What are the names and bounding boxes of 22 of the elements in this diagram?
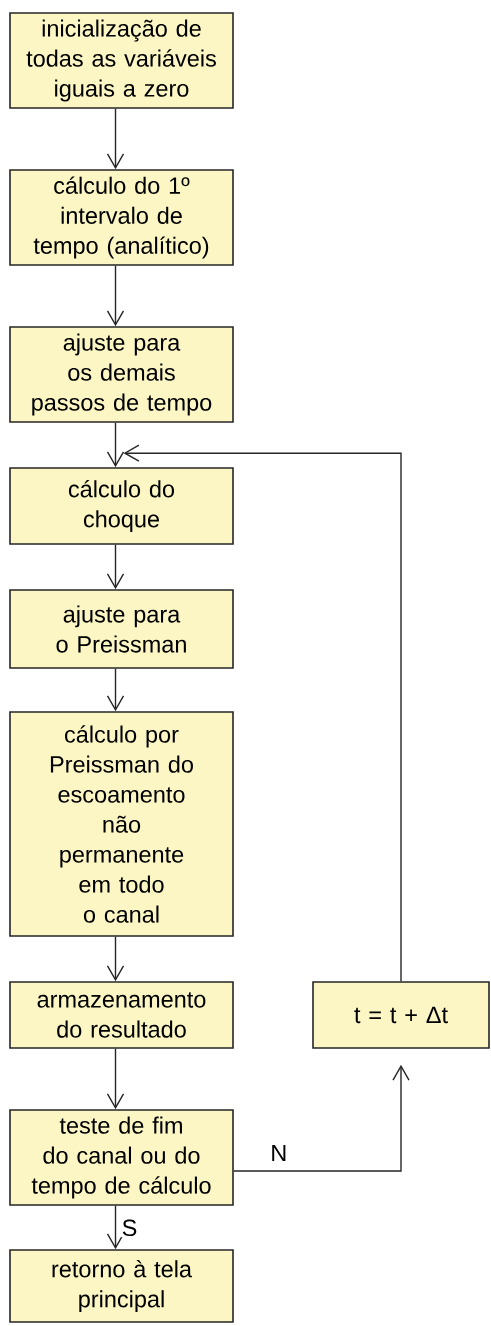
- edge-label: N: [269, 1143, 289, 1163]
- process-box: ajuste para o Preissman: [9, 589, 234, 669]
- process-box: retorno à tela principal: [9, 1249, 234, 1323]
- process-box: cálculo do choque: [9, 467, 234, 545]
- arrow: [123, 444, 402, 982]
- arrow: [106, 1205, 125, 1250]
- arrow: [233, 1064, 410, 1172]
- process-box: cálculo por Preissman do escoamento não permanente em todo o canal: [9, 711, 234, 937]
- process-box: inicialização de todas as variáveis iguais a zero: [9, 12, 234, 109]
- process-box: ajuste para os demais passos de tempo: [9, 326, 234, 423]
- process-box: cálculo do 1º intervalo de tempo (analítico): [9, 169, 234, 266]
- arrow: [106, 108, 125, 170]
- process-box: teste de fim do canal ou do tempo de cálculo: [9, 1109, 234, 1206]
- arrow: [106, 422, 125, 468]
- process-box: armazenamento do resultado: [9, 981, 234, 1049]
- arrow: [106, 936, 125, 982]
- edge-label: S: [120, 1218, 139, 1238]
- process-box: t = t + Δt: [312, 981, 490, 1049]
- arrow: [106, 265, 125, 327]
- arrow: [106, 1048, 125, 1110]
- arrow: [106, 668, 125, 712]
- arrow: [106, 544, 125, 590]
